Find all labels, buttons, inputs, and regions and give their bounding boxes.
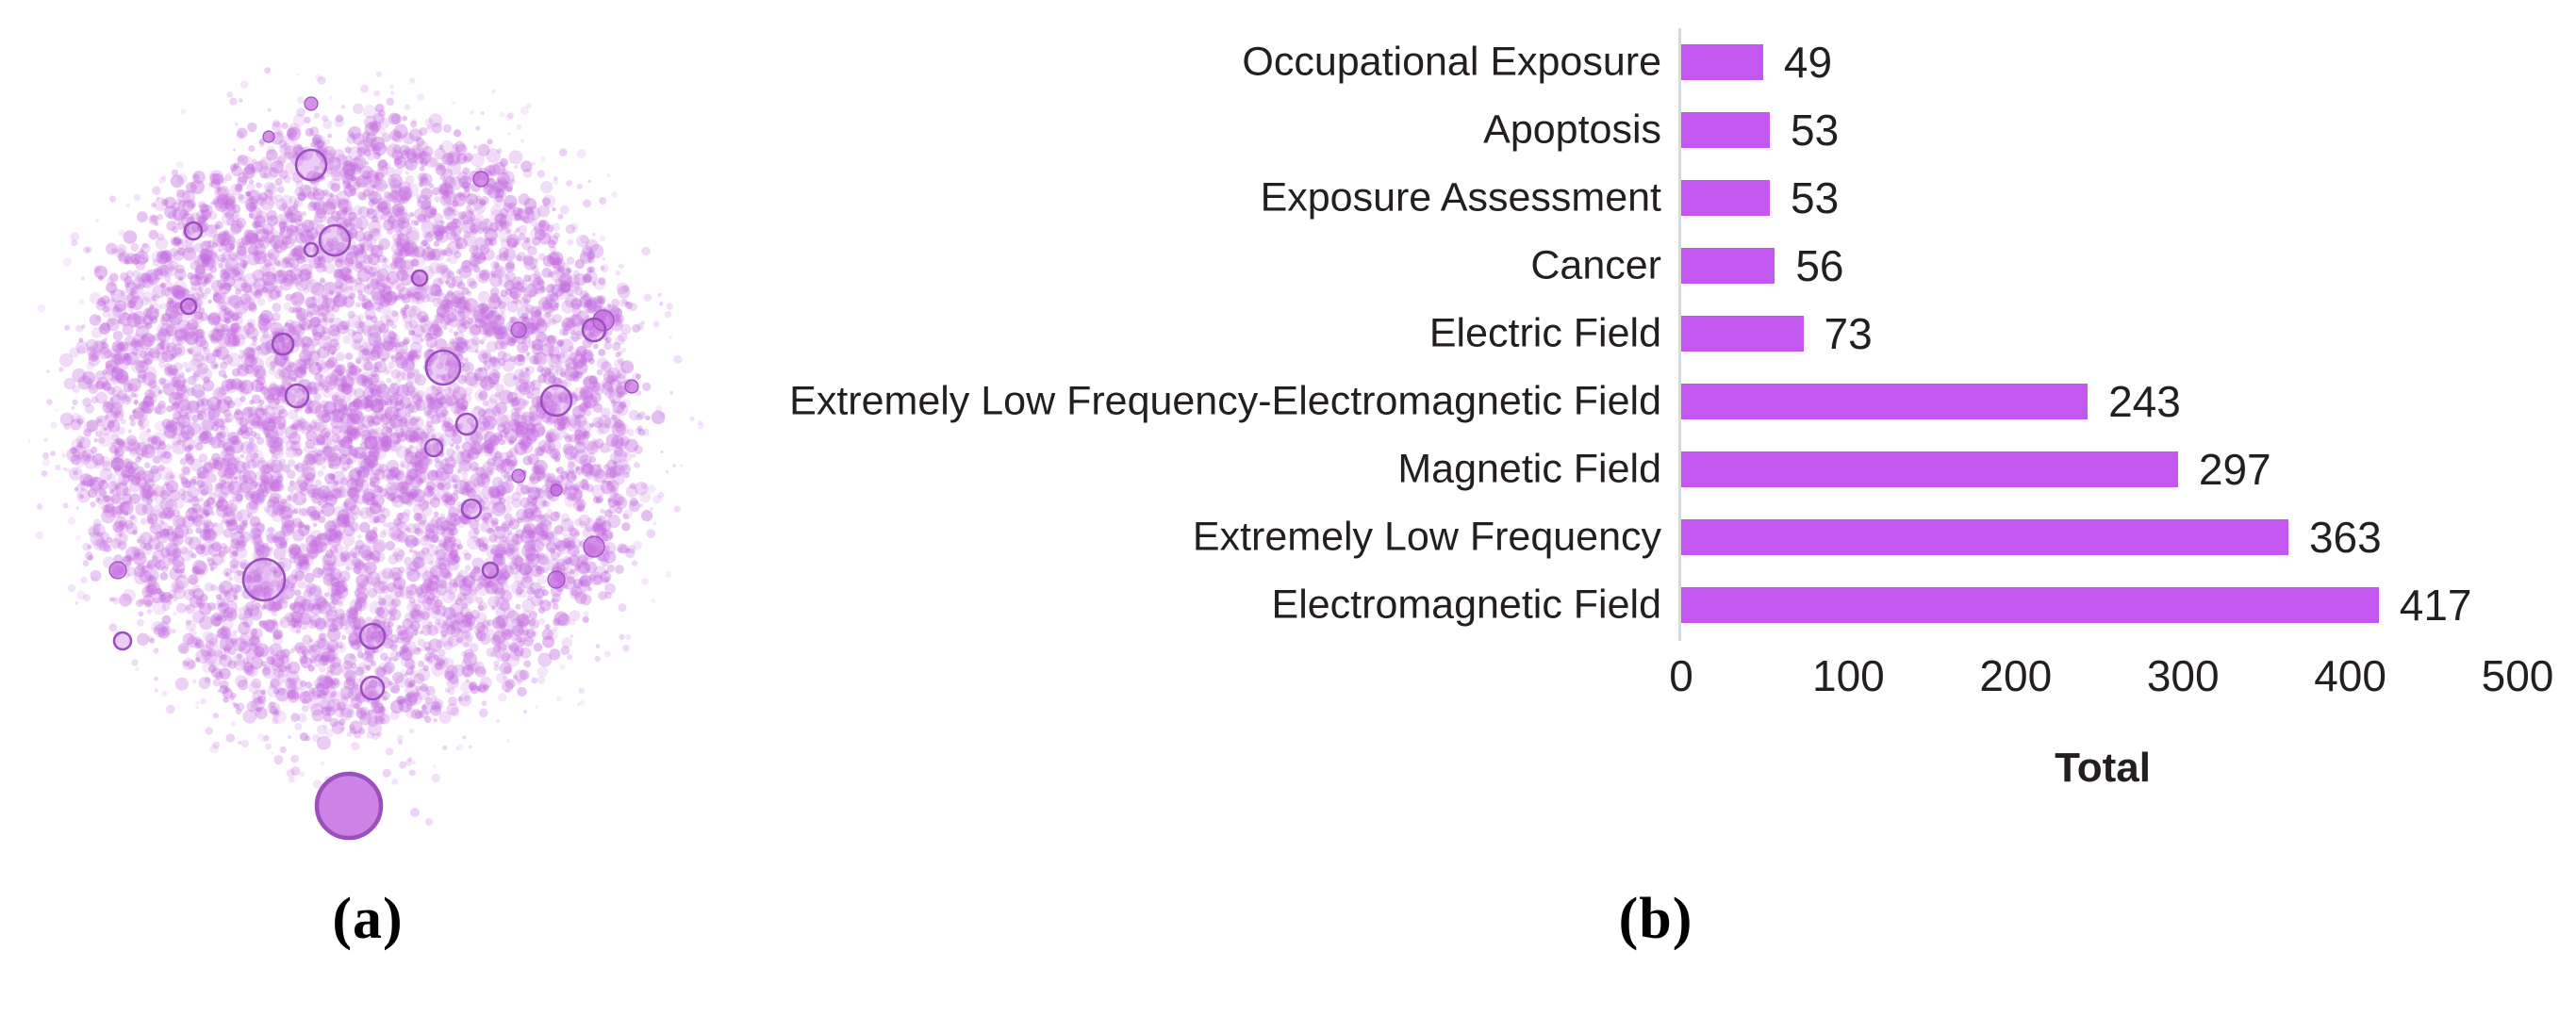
cloud-dot-group bbox=[28, 67, 704, 826]
bar-fill bbox=[1681, 451, 2178, 487]
panel-a-point-cloud: (a) bbox=[0, 0, 735, 951]
bar-category-label: Cancer bbox=[1530, 242, 1661, 288]
cloud-ring-group bbox=[112, 148, 607, 841]
bar-fill bbox=[1681, 384, 2089, 419]
bar-row: Electromagnetic Field 417 bbox=[735, 571, 2576, 639]
bar-row: Apoptosis 53 bbox=[735, 96, 2576, 164]
bar[interactable] bbox=[1681, 180, 1771, 216]
bar[interactable] bbox=[1681, 44, 1763, 80]
caption-panel-b: (b) bbox=[1618, 887, 1693, 951]
bar-row: Exposure Assessment 53 bbox=[735, 164, 2576, 232]
bar-category-label: Extremely Low Frequency-Electromagnetic … bbox=[789, 378, 1661, 424]
bar-category-label: Apoptosis bbox=[1483, 107, 1661, 153]
bar-value-label: 53 bbox=[1791, 106, 1840, 155]
bar-category-label: Magnetic Field bbox=[1397, 446, 1661, 492]
x-axis-tick-label: 0 bbox=[1669, 651, 1693, 700]
bar-category-label: Exposure Assessment bbox=[1260, 174, 1661, 221]
bar-value-label: 73 bbox=[1824, 309, 1873, 358]
bar[interactable] bbox=[1681, 316, 1804, 352]
bar-row: Magnetic Field 297 bbox=[735, 435, 2576, 503]
bar-category-label: Extremely Low Frequency bbox=[1192, 514, 1661, 560]
bar-value-label: 363 bbox=[2308, 513, 2382, 562]
x-axis-tick-label: 400 bbox=[2314, 651, 2386, 700]
bar-row: Extremely Low Frequency-Electromagnetic … bbox=[735, 368, 2576, 435]
caption-panel-a: (a) bbox=[332, 887, 404, 951]
bar-row: Extremely Low Frequency 363 bbox=[735, 503, 2576, 571]
bar-category-label: Electromagnetic Field bbox=[1271, 582, 1661, 628]
bar-value-label: 53 bbox=[1791, 173, 1840, 222]
bar-value-label: 49 bbox=[1783, 38, 1833, 87]
bar-fill bbox=[1681, 112, 1771, 148]
bar[interactable] bbox=[1681, 248, 1775, 284]
bar-fill bbox=[1681, 519, 2288, 555]
bar-fill bbox=[1681, 248, 1775, 284]
bar-row: Occupational Exposure 49 bbox=[735, 28, 2576, 96]
bar-fill bbox=[1681, 587, 2379, 623]
bar-row: Cancer 56 bbox=[735, 232, 2576, 300]
bar[interactable] bbox=[1681, 384, 2089, 419]
x-axis-tick-label: 100 bbox=[1812, 651, 1885, 700]
bar-fill bbox=[1681, 44, 1763, 80]
bar[interactable] bbox=[1681, 451, 2178, 487]
bar-fill bbox=[1681, 180, 1771, 216]
category-axis-line bbox=[1678, 28, 1681, 641]
x-axis-tick-label: 300 bbox=[2146, 651, 2220, 700]
bar-value-label: 56 bbox=[1795, 241, 1844, 290]
bar[interactable] bbox=[1681, 112, 1771, 148]
bar-fill bbox=[1681, 316, 1804, 352]
bar-category-label: Electric Field bbox=[1428, 310, 1661, 356]
x-axis-title: Total bbox=[2055, 745, 2151, 791]
x-axis-tick-label: 200 bbox=[1979, 651, 2053, 700]
bar-row: Electric Field 73 bbox=[735, 300, 2576, 368]
x-axis-ticks: 0 100 200 300 400 500 bbox=[1669, 650, 2553, 716]
x-axis-tick-label: 500 bbox=[2481, 651, 2554, 700]
point-cloud-visualization bbox=[28, 47, 707, 848]
point-cloud-svg bbox=[28, 67, 704, 841]
bar[interactable] bbox=[1681, 519, 2288, 555]
bar-value-label: 297 bbox=[2198, 445, 2271, 494]
bar[interactable] bbox=[1681, 587, 2379, 623]
bar-category-label: Occupational Exposure bbox=[1242, 39, 1661, 85]
bar-value-label: 243 bbox=[2108, 377, 2181, 426]
bar-value-label: 417 bbox=[2399, 581, 2472, 630]
